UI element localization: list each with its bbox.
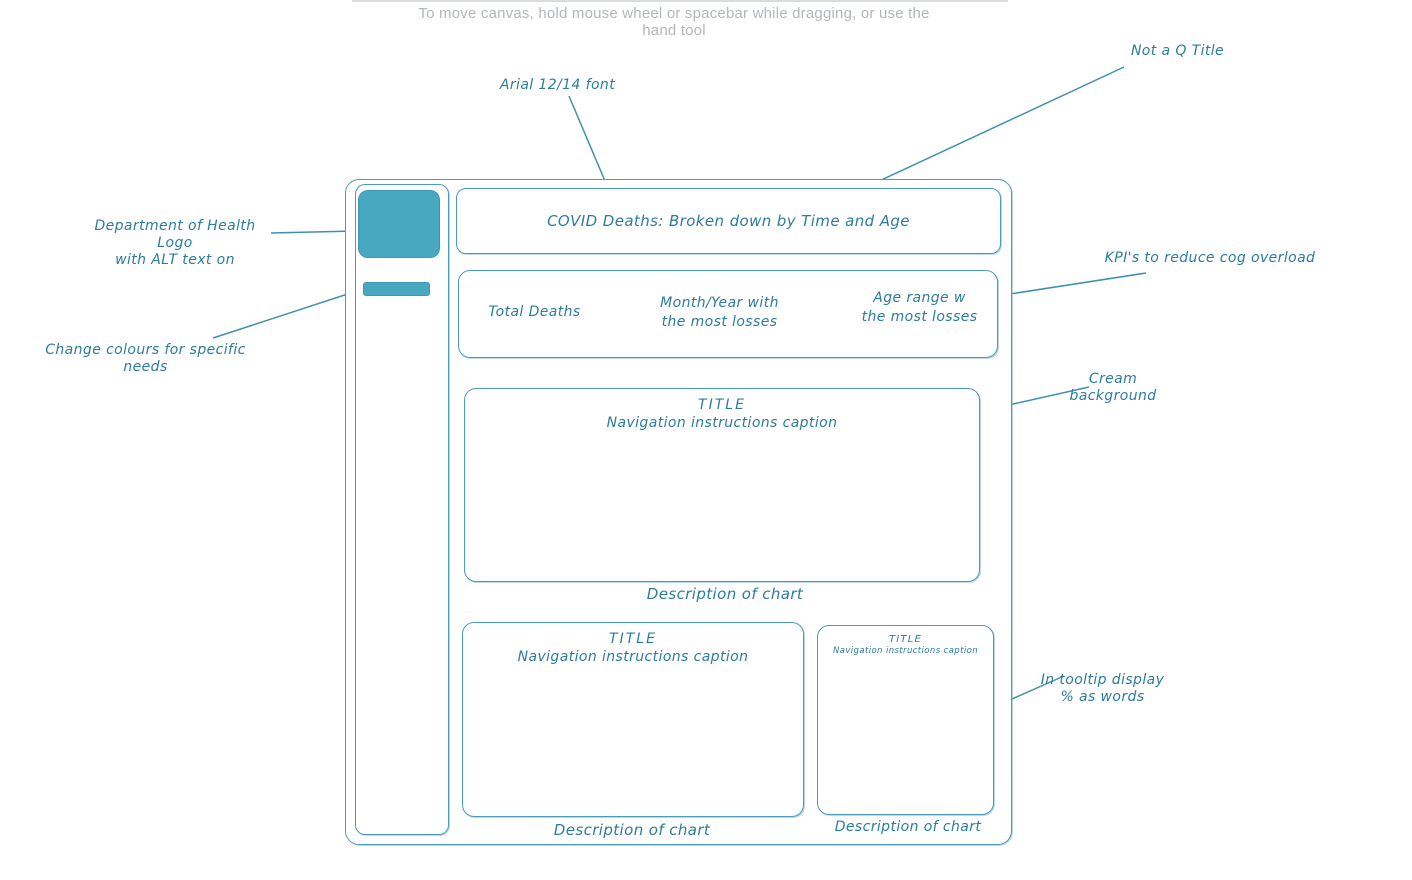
chart-main-header: TITLE Navigation instructions caption (465, 396, 979, 433)
canvas-top-divider (352, 0, 1008, 2)
chart-bottom-left-title: TITLE (609, 631, 657, 647)
annotation-not-a-q-title[interactable]: Not a Q Title (1130, 43, 1225, 59)
kpi-month-year-most-losses: Month/Year with the most losses (660, 295, 779, 330)
annotation-tooltip-percent-words[interactable]: In tooltip display % as words (1040, 672, 1165, 705)
chart-bottom-left-header: TITLE Navigation instructions caption (463, 630, 803, 667)
chart-bottom-right-header: TITLE Navigation instructions caption (818, 633, 993, 657)
kpi-total-deaths: Total Deaths (488, 304, 581, 320)
chart-main-placeholder[interactable]: TITLE Navigation instructions caption (464, 388, 980, 582)
chart-bottom-right-placeholder[interactable]: TITLE Navigation instructions caption (817, 625, 994, 815)
sidebar-colour-swatch[interactable] (363, 282, 430, 296)
kpi-strip[interactable]: Total Deaths Month/Year with the most lo… (458, 270, 998, 358)
annotation-change-colours[interactable]: Change colours for specific needs (45, 342, 246, 375)
chart-bottom-right-caption: Navigation instructions caption (833, 646, 978, 656)
leader-line-kpis[interactable] (996, 272, 1147, 297)
annotation-health-logo-alt-text[interactable]: Department of Health Logo with ALT text … (94, 218, 256, 268)
annotation-cream-background[interactable]: Cream background (1069, 371, 1157, 404)
canvas-hint-text: To move canvas, hold mouse wheel or spac… (418, 5, 930, 39)
annotation-kpis-cog-overload[interactable]: KPI's to reduce cog overload (1104, 250, 1316, 266)
chart-bottom-right-title: TITLE (888, 634, 923, 645)
chart-bottom-right-description[interactable]: Description of chart (834, 819, 982, 835)
leader-line-health-logo[interactable] (270, 230, 357, 234)
dashboard-title-box[interactable]: COVID Deaths: Broken down by Time and Ag… (456, 188, 1001, 254)
chart-bottom-left-caption: Navigation instructions caption (517, 649, 749, 665)
chart-bottom-left-placeholder[interactable]: TITLE Navigation instructions caption (462, 622, 804, 817)
chart-main-title: TITLE (698, 397, 746, 413)
dashboard-title: COVID Deaths: Broken down by Time and Ag… (547, 212, 910, 230)
kpi-age-range-most-losses: Age range w the most losses (861, 290, 978, 325)
department-of-health-logo[interactable] (358, 190, 440, 258)
leader-line-change-colours[interactable] (212, 288, 364, 339)
chart-main-caption: Navigation instructions caption (606, 415, 838, 431)
leader-line-not-a-q-title[interactable] (861, 66, 1125, 190)
chart-bottom-left-description[interactable]: Description of chart (553, 821, 711, 839)
chart-main-description[interactable]: Description of chart (646, 585, 804, 603)
annotation-arial-font[interactable]: Arial 12/14 font (499, 77, 616, 93)
